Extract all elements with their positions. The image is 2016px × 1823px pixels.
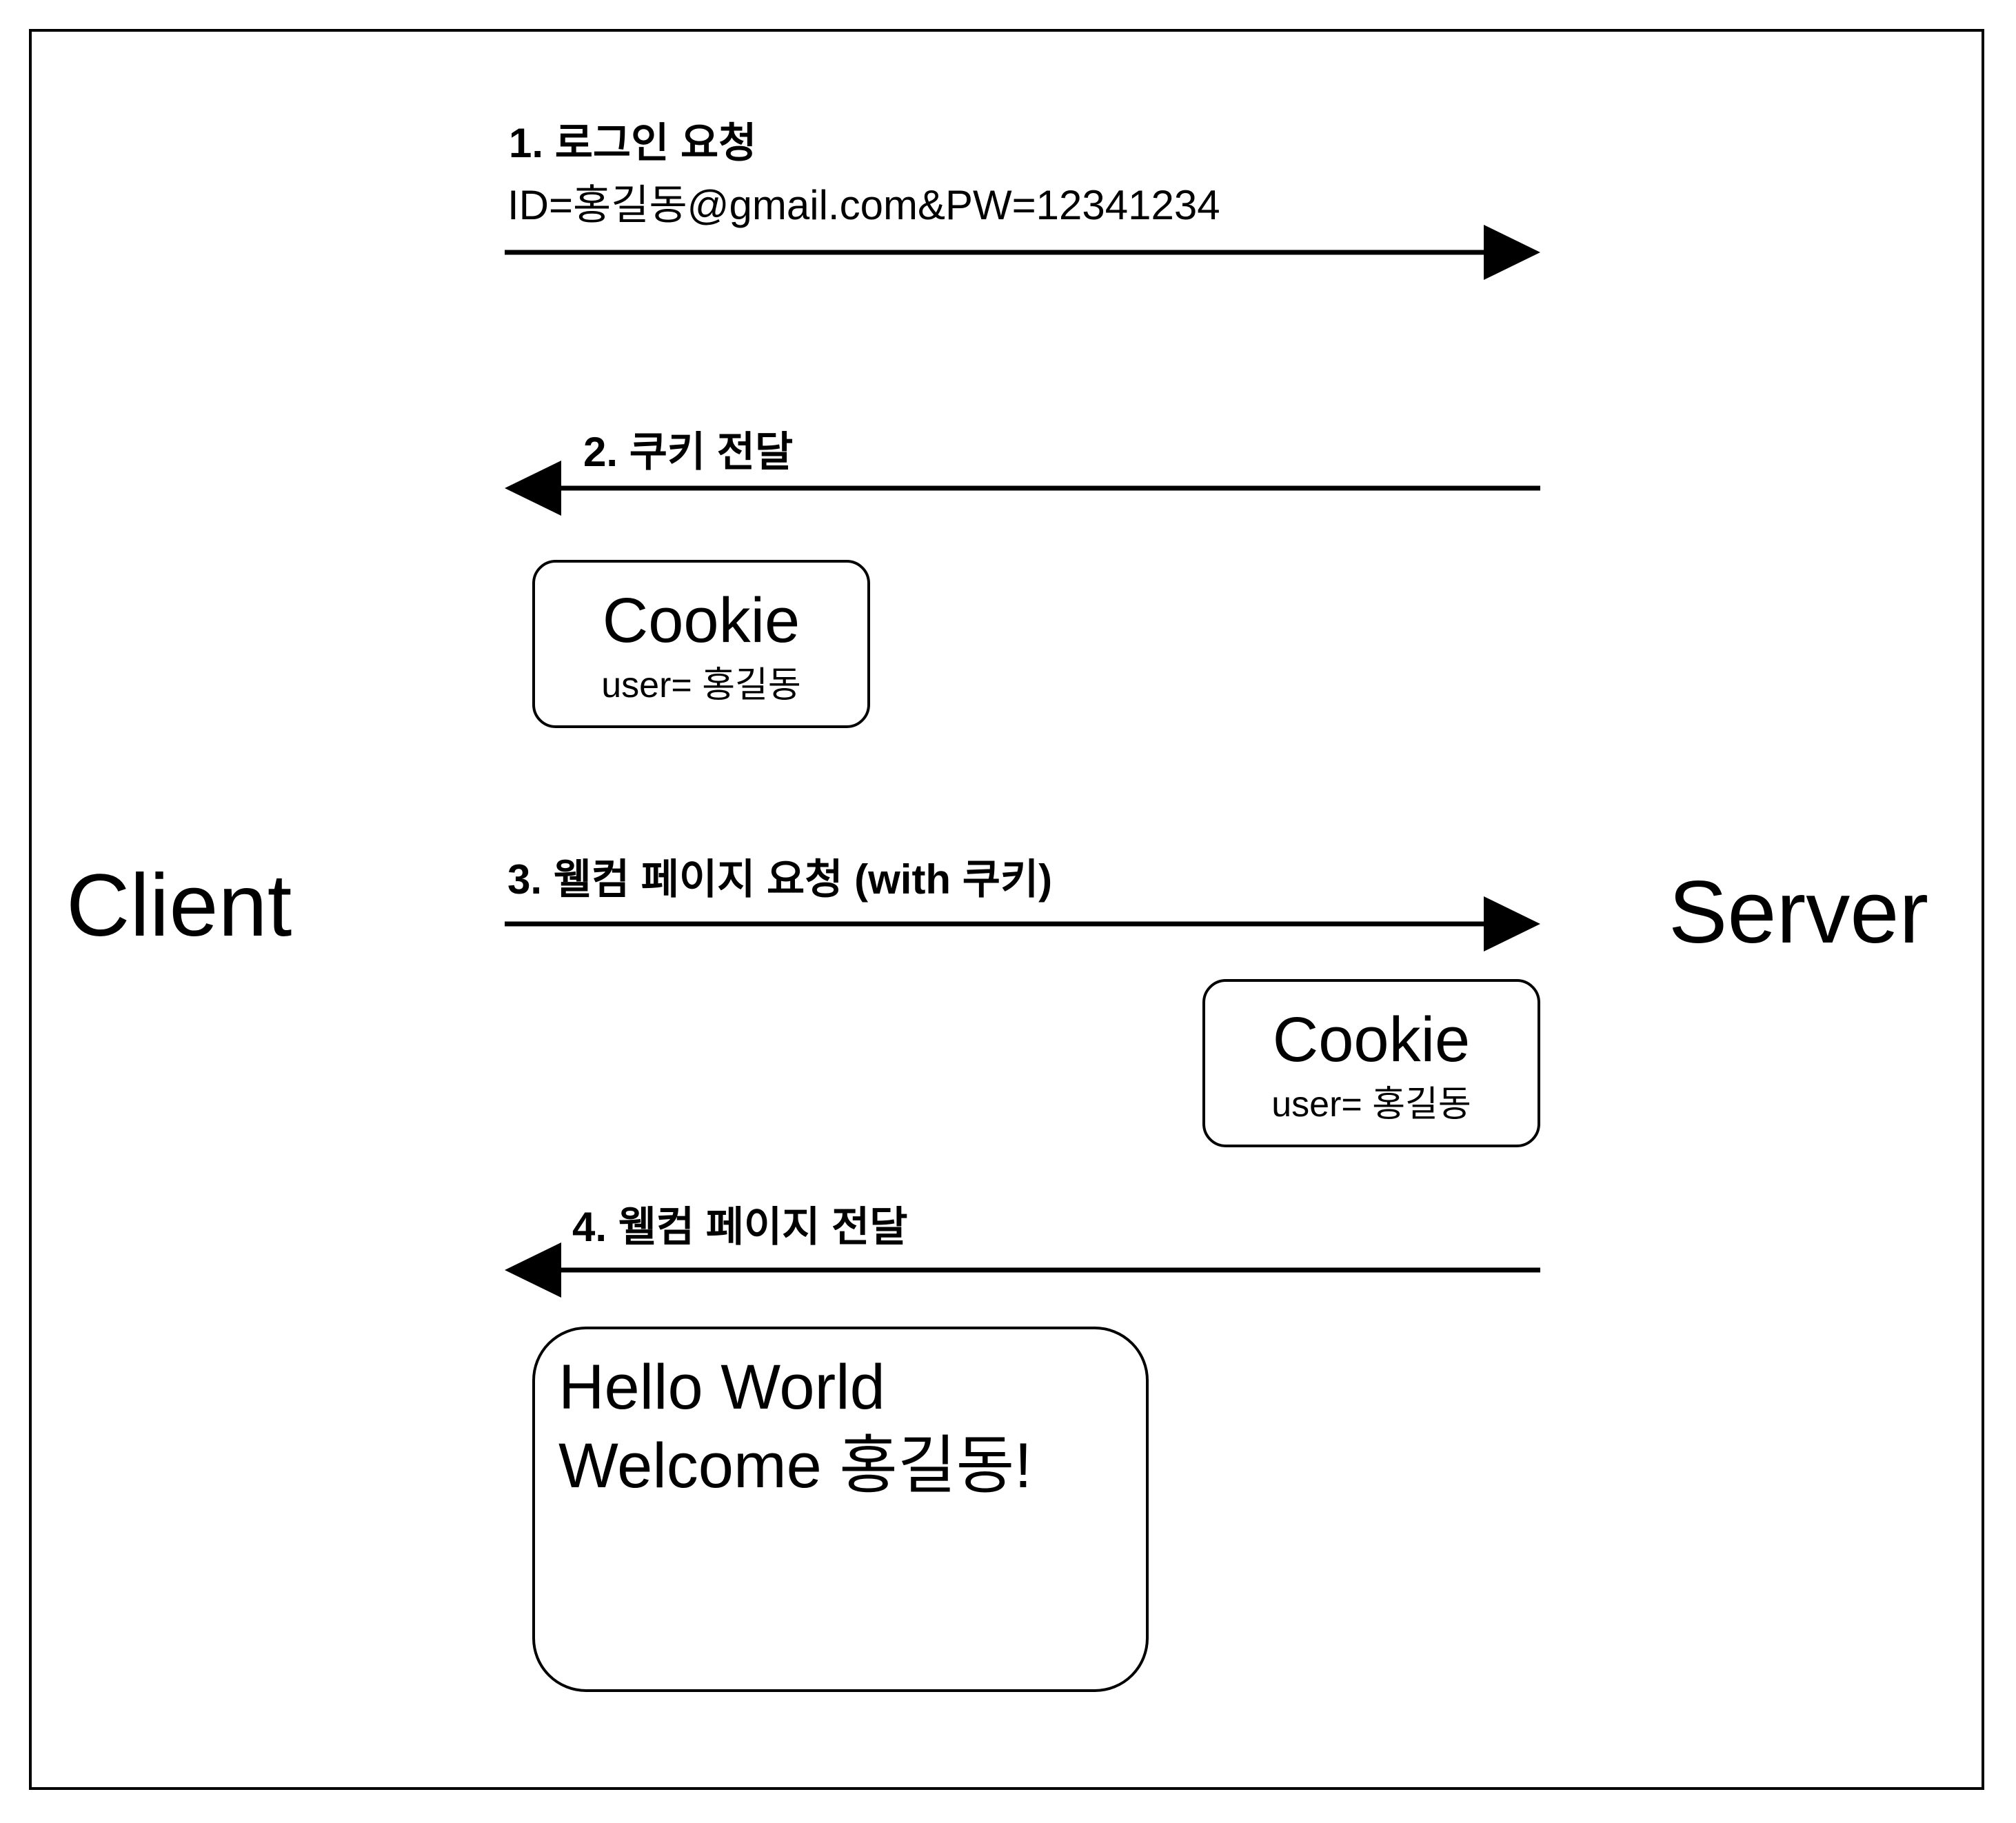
welcome-page-line-2: Welcome 홍길동! [558,1431,1032,1501]
cookie-title: Cookie [602,585,800,656]
welcome-page-line-1: Hello World [558,1352,885,1422]
message-1-label: 1. 로그인 요청 [509,120,757,166]
cookie-box-client: Cookie user= 홍길동 [532,560,870,728]
server-actor-label: Server [1669,863,1928,962]
cookie-value: user= 홍길동 [1271,1085,1471,1125]
message-3-label: 3. 웰컴 페이지 요청 (with 쿠키) [507,856,1053,903]
cookie-box-request: Cookie user= 홍길동 [1202,979,1540,1147]
cookie-value: user= 홍길동 [601,665,801,705]
cookie-title: Cookie [1272,1005,1471,1075]
client-actor-label: Client [66,856,292,955]
welcome-page-box: Hello World Welcome 홍길동! [532,1327,1149,1692]
message-4-label: 4. 웰컴 페이지 전달 [572,1204,908,1250]
message-1-credentials: ID=홍길동@gmail.com&PW=12341234 [507,182,1220,228]
message-2-label: 2. 쿠키 전달 [583,429,794,475]
